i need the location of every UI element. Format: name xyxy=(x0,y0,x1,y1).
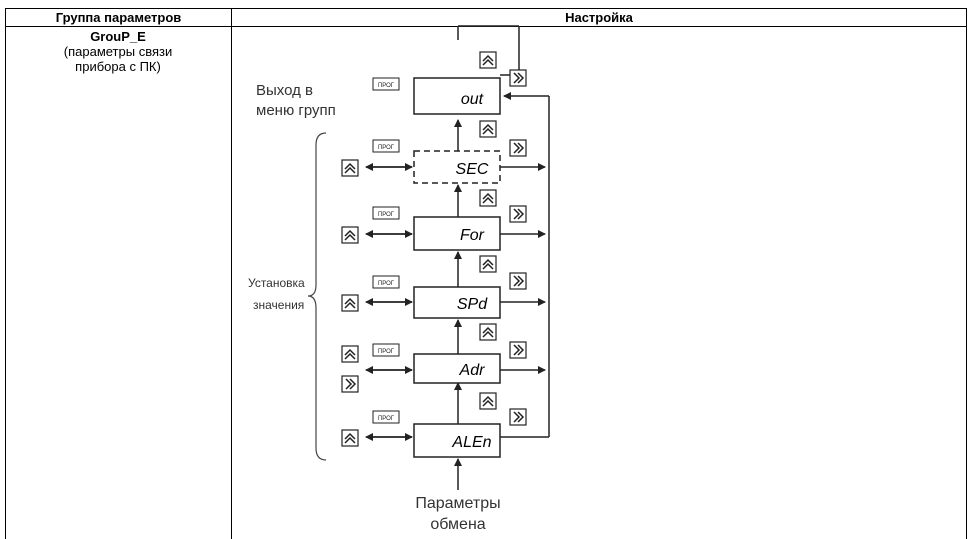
double-chevron-right-icon xyxy=(509,139,527,157)
double-chevron-up-icon xyxy=(479,120,497,138)
node-sec: SEC xyxy=(413,150,501,184)
svg-text:ПРОГ: ПРОГ xyxy=(378,349,395,355)
params-label-line1: Параметры xyxy=(415,495,500,512)
group-cell: GrouP_E (параметры связи прибора с ПК) xyxy=(6,29,230,74)
node-adr: Adr xyxy=(413,353,501,384)
svg-text:ALEn: ALEn xyxy=(451,434,491,451)
prog-button: ПРОГ xyxy=(372,275,400,289)
exit-label-line2: меню групп xyxy=(256,102,336,119)
group-description-line1: (параметры связи xyxy=(63,44,173,59)
node-out: out xyxy=(413,77,501,115)
double-chevron-right-icon xyxy=(509,272,527,290)
double-chevron-right-icon xyxy=(341,375,359,393)
node-spd: SPd xyxy=(413,286,501,319)
exit-label-line1: Выход в xyxy=(256,82,313,99)
set-value-line2: значения xyxy=(253,298,304,312)
double-chevron-up-icon xyxy=(479,323,497,341)
group-description-line2: прибора с ПК) xyxy=(75,59,161,74)
double-chevron-up-icon xyxy=(479,189,497,207)
svg-text:ПРОГ: ПРОГ xyxy=(378,281,395,287)
double-chevron-right-icon xyxy=(509,205,527,223)
svg-text:ПРОГ: ПРОГ xyxy=(378,83,395,89)
double-chevron-right-icon xyxy=(509,341,527,359)
node-alen: ALEn xyxy=(413,423,501,458)
header-setting: Настройка xyxy=(565,9,633,25)
svg-text:SPd: SPd xyxy=(457,296,488,313)
double-chevron-up-icon xyxy=(479,392,497,410)
svg-text:ПРОГ: ПРОГ xyxy=(378,145,395,151)
svg-text:out: out xyxy=(461,91,484,108)
double-chevron-up-icon xyxy=(341,345,359,363)
double-chevron-up-icon xyxy=(341,159,359,177)
double-chevron-right-icon xyxy=(509,69,527,87)
double-chevron-right-icon xyxy=(509,408,527,426)
svg-text:SEC: SEC xyxy=(456,161,489,178)
prog-button: ПРОГ xyxy=(372,410,400,424)
prog-button: ПРОГ xyxy=(372,139,400,153)
double-chevron-up-icon xyxy=(341,429,359,447)
value-setting-brace xyxy=(307,132,327,461)
prog-button: ПРОГ xyxy=(372,77,400,91)
double-chevron-up-icon xyxy=(479,51,497,69)
double-chevron-up-icon xyxy=(341,226,359,244)
double-chevron-up-icon xyxy=(341,294,359,312)
group-code: GrouP_E xyxy=(90,29,146,44)
node-for: For xyxy=(413,216,501,251)
header-group-params: Группа параметров xyxy=(55,9,182,25)
double-chevron-up-icon xyxy=(479,255,497,273)
svg-text:Adr: Adr xyxy=(459,362,486,379)
prog-button: ПРОГ xyxy=(372,206,400,220)
params-label-line2: обмена xyxy=(430,516,485,533)
prog-button: ПРОГ xyxy=(372,343,400,357)
loop-lines xyxy=(365,25,550,490)
svg-text:ПРОГ: ПРОГ xyxy=(378,212,395,218)
svg-text:For: For xyxy=(460,227,485,244)
set-value-line1: Установка xyxy=(248,276,305,290)
svg-text:ПРОГ: ПРОГ xyxy=(378,416,395,422)
